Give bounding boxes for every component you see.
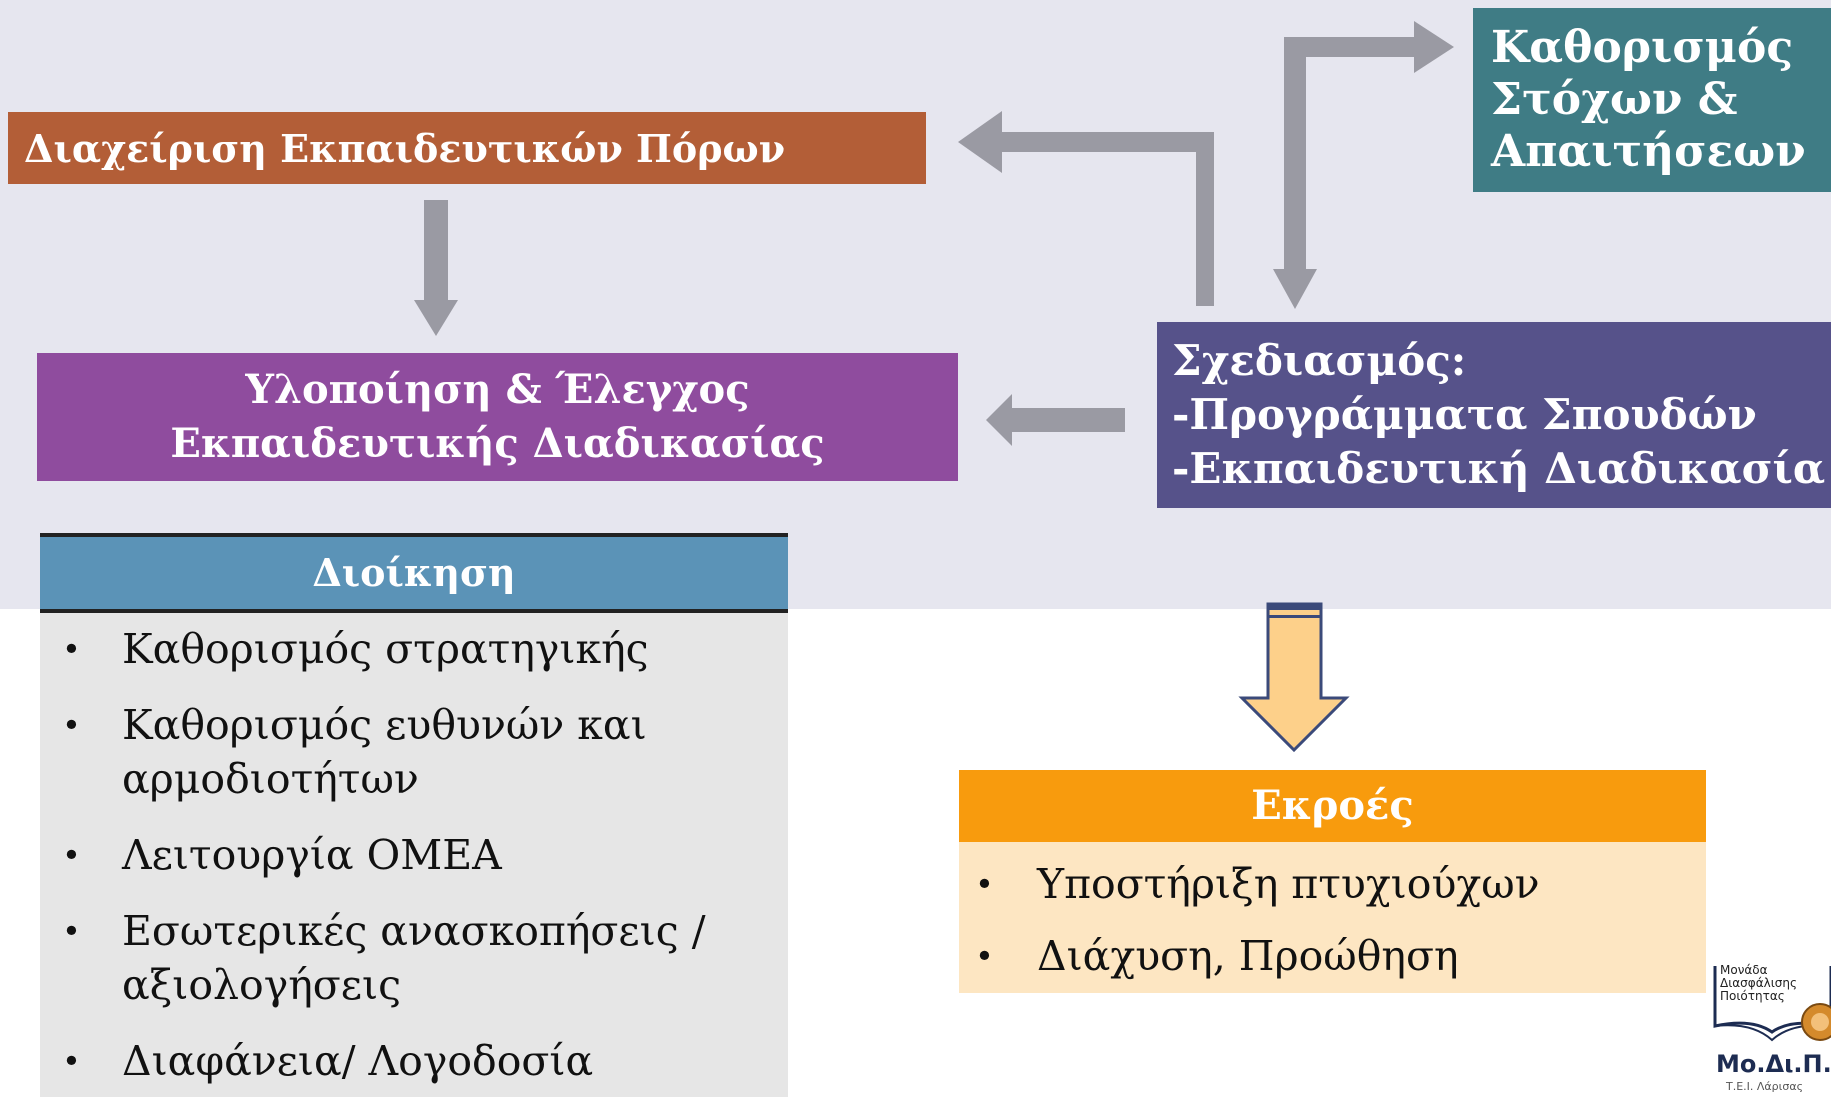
administration-title: Διοίκηση	[40, 533, 788, 613]
arrow-design-to-resources-head	[958, 111, 1002, 173]
list-item: Υποστήριξη πτυχιούχων	[975, 857, 1695, 911]
box-implementation-line: Υλοποίηση & Έλεγχος	[245, 366, 750, 413]
logo-text: Μονάδα	[1720, 963, 1768, 977]
list-item-text: Διάχυση, Προώθηση	[1037, 932, 1459, 980]
box-implementation-control: Υλοποίηση & Έλεγχος Εκπαιδευτικής Διαδικ…	[37, 353, 958, 481]
arrow-to-outputs	[1238, 602, 1350, 753]
box-design-line: -Προγράμματα Σπουδών	[1172, 390, 1757, 439]
box-goals-line: Καθορισμός	[1491, 22, 1794, 73]
list-item-text: Εσωτερικές ανασκοπήσεις /	[122, 907, 706, 955]
list-item-text: αρμοδιοτήτων	[122, 755, 419, 803]
list-item-text: Καθορισμός ευθυνών και	[122, 701, 647, 749]
list-item: Διαφάνεια/ Λογοδοσία	[62, 1034, 762, 1088]
arrow-goals-to-design	[1284, 37, 1306, 269]
list-item: Καθορισμός ευθυνών και αρμοδιοτήτων	[62, 698, 762, 806]
list-item: Λειτουργία ΟΜΕΑ	[62, 828, 762, 882]
logo-abbreviation: Μο.Δι.Π.	[1716, 1050, 1831, 1078]
arrow-to-outputs-cap-line	[1268, 615, 1321, 618]
box-implementation-line: Εκπαιδευτικής Διαδικασίας	[170, 420, 825, 467]
box-design-line: Σχεδιασμός:	[1172, 336, 1467, 385]
arrow-design-to-goals-head	[1414, 21, 1454, 73]
list-item-text: αξιολογήσεις	[122, 961, 402, 1009]
arrow-design-to-implementation-head	[986, 394, 1012, 446]
logo-text: Διασφάλισης	[1720, 976, 1798, 990]
box-resources-label: Διαχείριση Εκπαιδευτικών Πόρων	[24, 125, 786, 171]
arrow-design-to-implementation	[1012, 408, 1125, 432]
arrow-to-outputs-cap	[1268, 604, 1321, 610]
box-resources-management: Διαχείριση Εκπαιδευτικών Πόρων	[8, 112, 926, 184]
arrow-goals-to-design-head	[1273, 269, 1317, 309]
logo-text: Ποιότητας	[1720, 989, 1785, 1003]
box-goals-line: Απαιτήσεων	[1491, 126, 1806, 177]
outputs-title: Εκροές	[959, 770, 1706, 842]
administration-list: Καθορισμός στρατηγικής Καθορισμός ευθυνώ…	[62, 622, 762, 1110]
list-item: Εσωτερικές ανασκοπήσεις / αξιολογήσεις	[62, 904, 762, 1012]
list-item-text: Λειτουργία ΟΜΕΑ	[122, 831, 502, 879]
list-item-text: Καθορισμός στρατηγικής	[122, 625, 649, 673]
arrow-design-to-resources	[1002, 132, 1214, 306]
book-emblem-icon	[1713, 966, 1831, 1042]
list-item-text: Διαφάνεια/ Λογοδοσία	[122, 1037, 594, 1085]
box-goals-requirements: Καθορισμός Στόχων & Απαιτήσεων	[1473, 8, 1831, 192]
arrow-resources-to-implementation-head	[414, 300, 458, 336]
arrow-resources-to-implementation	[424, 200, 448, 300]
list-item: Καθορισμός στρατηγικής	[62, 622, 762, 676]
box-design: Σχεδιασμός: -Προγράμματα Σπουδών -Εκπαιδ…	[1157, 322, 1831, 508]
list-item: Διάχυση, Προώθηση	[975, 929, 1695, 983]
box-design-line: -Εκπαιδευτική Διαδικασία	[1172, 444, 1826, 493]
list-item-text: Υποστήριξη πτυχιούχων	[1037, 860, 1540, 908]
box-goals-line: Στόχων &	[1491, 74, 1738, 125]
quality-unit-logo: Μονάδα Διασφάλισης Ποιότητας Μο.Δι.Π. Τ.…	[1712, 962, 1831, 1097]
logo-subtitle: Τ.Ε.Ι. Λάρισας	[1726, 1080, 1804, 1093]
arrow-design-to-goals	[1284, 37, 1420, 57]
outputs-list: Υποστήριξη πτυχιούχων Διάχυση, Προώθηση	[975, 857, 1695, 1001]
